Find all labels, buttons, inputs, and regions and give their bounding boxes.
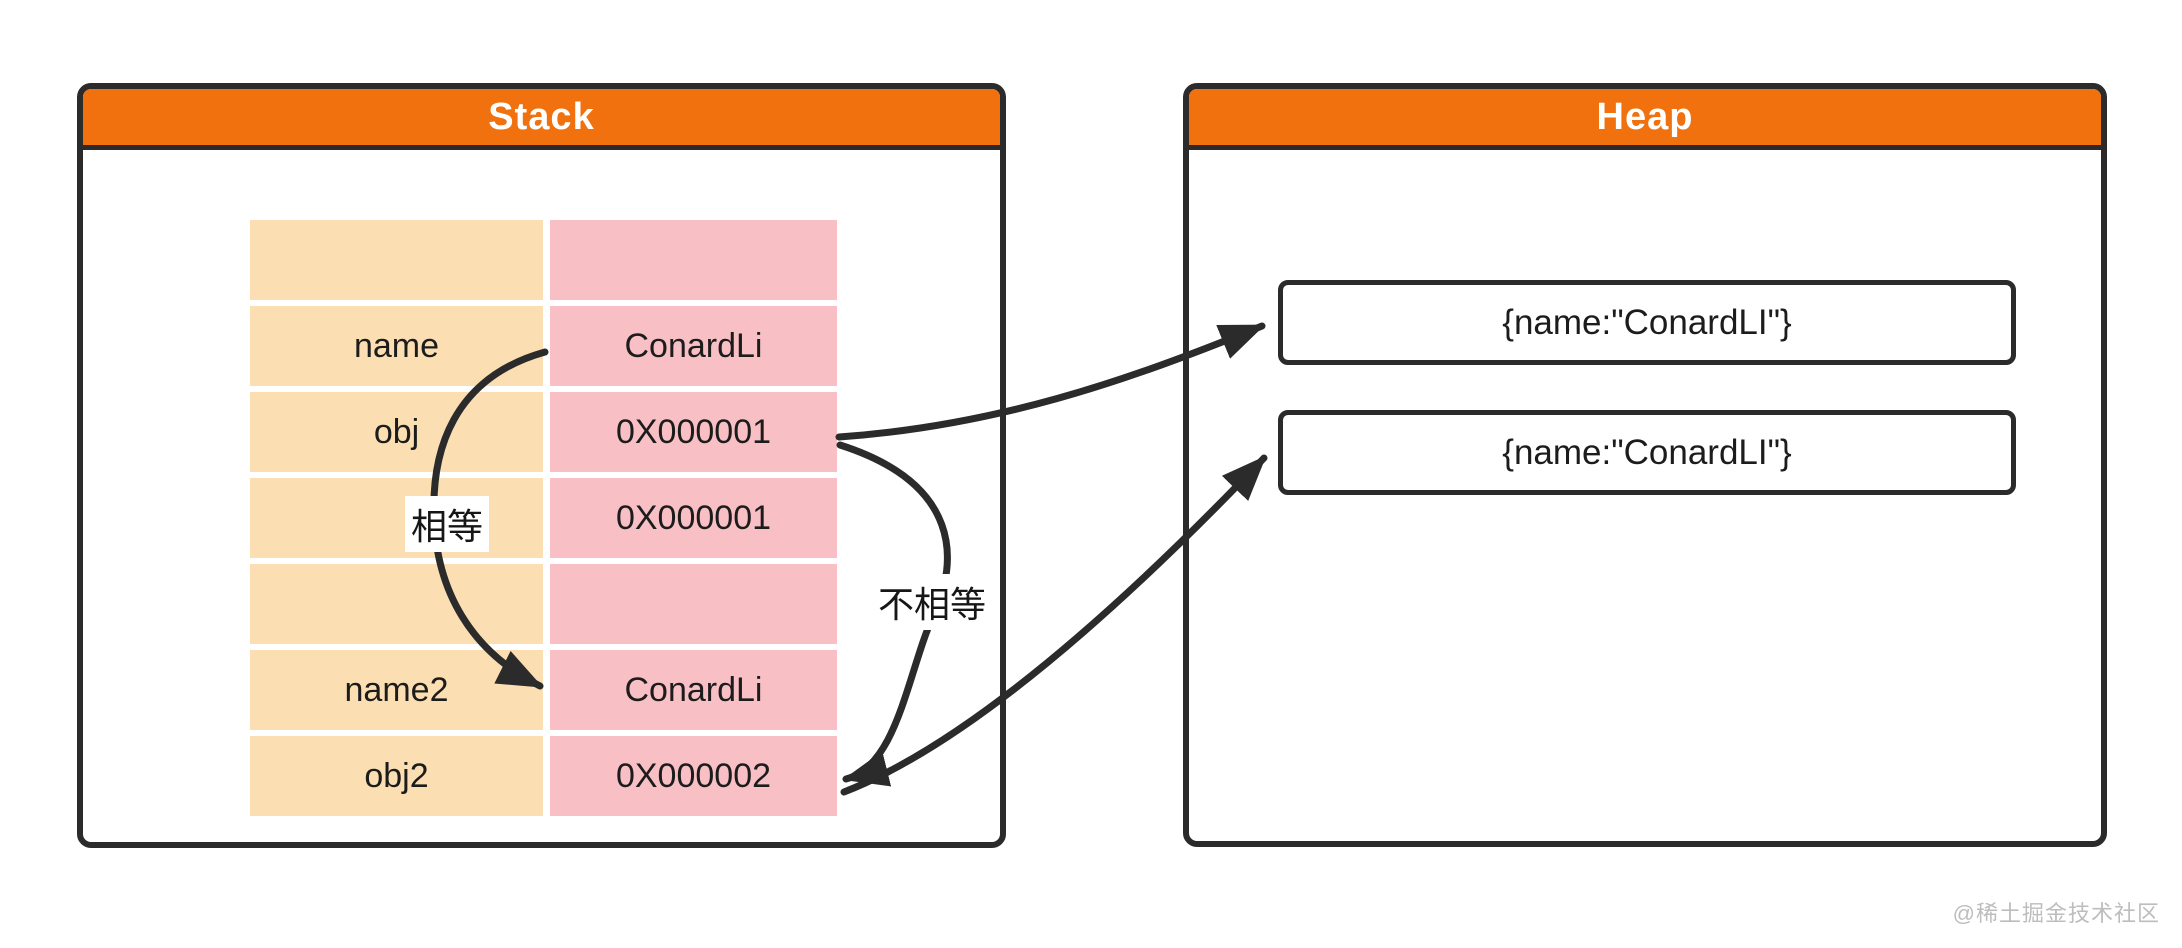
- stack-header: Stack: [83, 89, 1000, 150]
- stack-value-cell: 0X000002: [550, 736, 837, 816]
- stack-value-cell: 0X000001: [550, 392, 837, 472]
- heap-object-1-text: {name:"ConardLI"}: [1502, 302, 1792, 342]
- stack-key-cell: [250, 564, 543, 644]
- stack-key-cell: obj: [250, 392, 543, 472]
- stack-table: name ConardLi obj 0X000001 0X000001 name…: [250, 220, 837, 822]
- stack-key-cell: name2: [250, 650, 543, 730]
- stack-value-cell: [550, 220, 837, 300]
- stack-key-cell: [250, 478, 543, 558]
- stack-key-cell: obj2: [250, 736, 543, 816]
- table-row: obj 0X000001: [250, 392, 837, 472]
- stack-value-cell: 0X000001: [550, 478, 837, 558]
- heap-header: Heap: [1189, 89, 2101, 150]
- table-row: name ConardLi: [250, 306, 837, 386]
- heap-object-2: {name:"ConardLI"}: [1278, 410, 2016, 495]
- heap-object-1: {name:"ConardLI"}: [1278, 280, 2016, 365]
- stack-key-cell: name: [250, 306, 543, 386]
- table-row: [250, 564, 837, 644]
- heap-title: Heap: [1596, 95, 1694, 138]
- stack-title: Stack: [488, 95, 595, 138]
- stack-value-cell: [550, 564, 837, 644]
- table-row: name2 ConardLi: [250, 650, 837, 730]
- table-row: [250, 220, 837, 300]
- stack-value-cell: ConardLi: [550, 650, 837, 730]
- table-row: obj2 0X000002: [250, 736, 837, 816]
- equal-label: 相等: [405, 496, 490, 552]
- watermark: @稀土掘金技术社区: [1952, 901, 2160, 926]
- stack-value-cell: ConardLi: [550, 306, 837, 386]
- stack-key-cell: [250, 220, 543, 300]
- heap-object-2-text: {name:"ConardLI"}: [1502, 432, 1792, 472]
- table-row: 0X000001: [250, 478, 837, 558]
- not-equal-label: 不相等: [872, 574, 993, 630]
